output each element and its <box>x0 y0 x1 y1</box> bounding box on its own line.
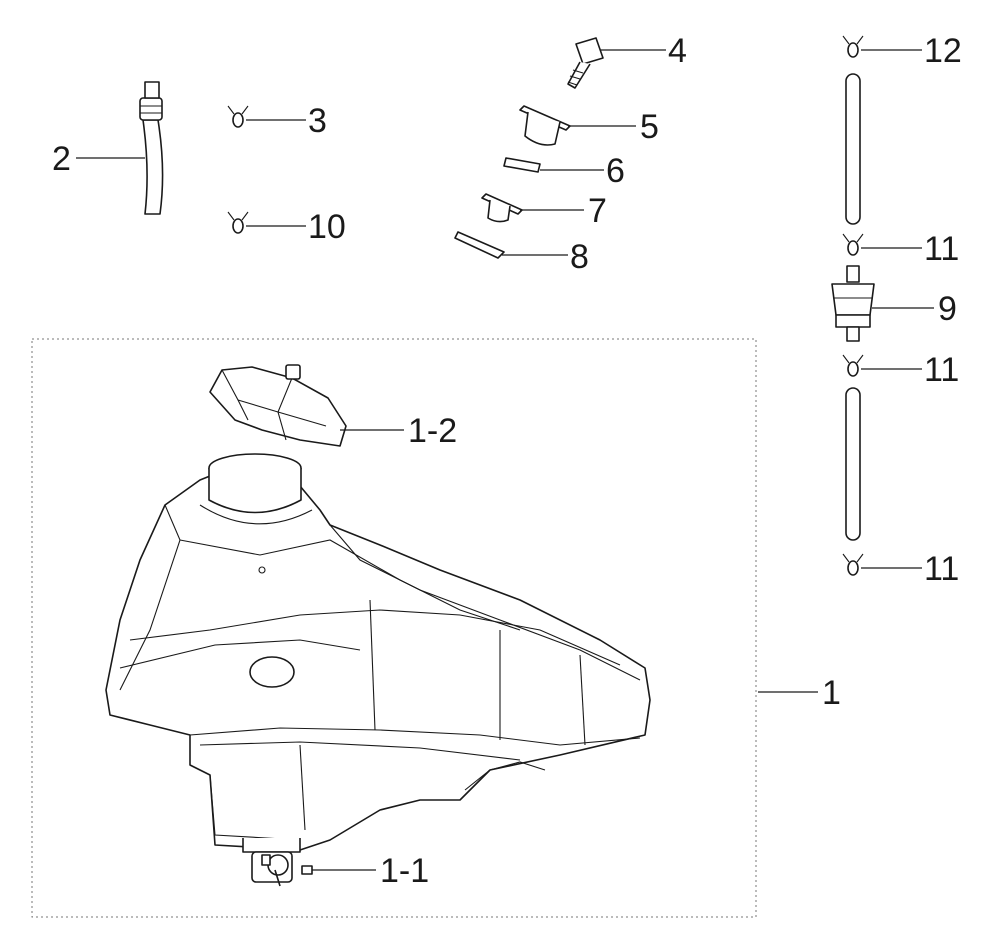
callout-5: 5 <box>640 108 659 146</box>
rubber-pad <box>454 231 505 259</box>
fuel-hose-lower <box>845 387 861 541</box>
hose-clamp-11-upper <box>842 233 864 256</box>
fuel-cap <box>209 364 347 447</box>
callout-12: 12 <box>924 32 962 70</box>
callout-8: 8 <box>570 238 589 276</box>
rubber-ring <box>503 157 541 173</box>
callout-10: 10 <box>308 208 346 246</box>
grommet <box>481 193 523 223</box>
assembly-frame <box>31 338 757 918</box>
hose-clamp-11-middle <box>842 354 864 377</box>
callout-9: 9 <box>938 290 957 328</box>
callout-1-2: 1-2 <box>408 412 457 450</box>
collar <box>519 105 571 146</box>
callout-11-middle: 11 <box>924 351 959 389</box>
fuel-filter <box>831 265 875 342</box>
callout-11-lower: 11 <box>924 550 959 588</box>
leader-lines <box>76 49 934 871</box>
hose-clamp-12 <box>842 35 864 58</box>
callout-3: 3 <box>308 102 327 140</box>
bolt <box>567 37 604 89</box>
callout-11-upper: 11 <box>924 230 959 268</box>
hose-clamp-11-lower <box>842 553 864 576</box>
fuel-valve <box>251 851 313 887</box>
callout-4: 4 <box>668 32 687 70</box>
hose-clamp-3 <box>227 105 249 128</box>
fuel-tank <box>105 453 651 853</box>
fuel-hose-upper <box>845 73 861 225</box>
callout-1-1: 1-1 <box>380 852 429 890</box>
breather-hose <box>139 81 164 215</box>
callout-6: 6 <box>606 152 625 190</box>
callout-2: 2 <box>52 140 71 178</box>
hose-clamp-10 <box>227 211 249 234</box>
callout-1: 1 <box>822 674 841 712</box>
callout-7: 7 <box>588 192 607 230</box>
